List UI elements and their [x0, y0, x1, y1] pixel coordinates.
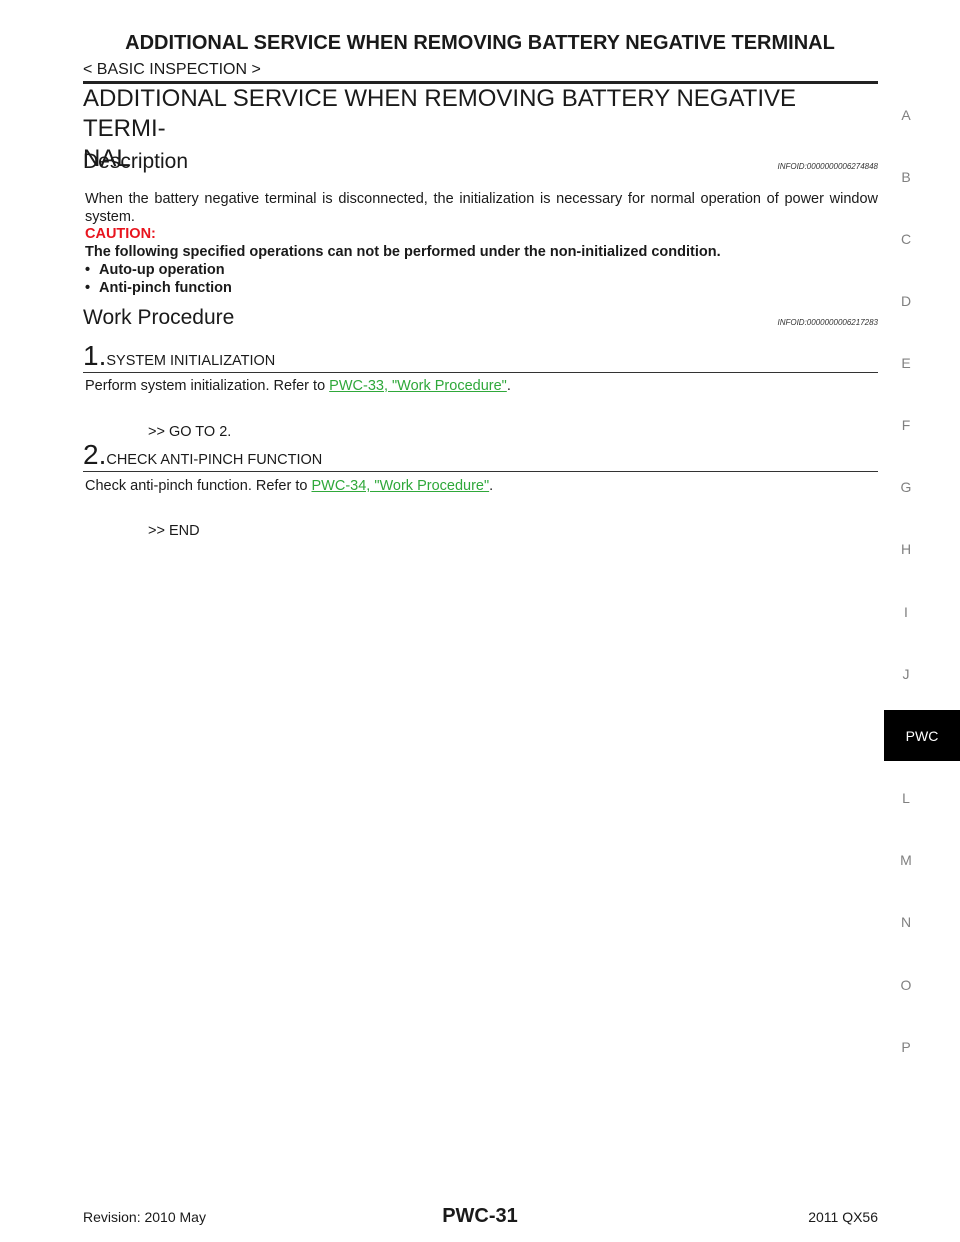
- bullet-item-anti-pinch: • Anti-pinch function: [85, 280, 232, 296]
- side-index-j[interactable]: J: [902, 666, 910, 682]
- side-index-d[interactable]: D: [900, 293, 912, 309]
- step-1-next: >> GO TO 2.: [148, 424, 232, 440]
- step-2-text-before: Check anti-pinch function. Refer to: [85, 478, 312, 494]
- side-index-e[interactable]: E: [901, 355, 911, 371]
- footer-model: 2011 QX56: [808, 1209, 878, 1225]
- description-infoid: INFOID:0000000006274848: [777, 162, 878, 171]
- step-1-text: Perform system initialization. Refer to …: [85, 378, 511, 394]
- bullet-text: Auto-up operation: [99, 262, 225, 278]
- bullet-mark: •: [85, 262, 91, 278]
- caution-text: The following specified operations can n…: [85, 244, 721, 260]
- side-index-c[interactable]: C: [900, 231, 912, 247]
- side-index-p[interactable]: P: [901, 1039, 911, 1055]
- header-divider: [83, 81, 878, 84]
- step-1-text-before: Perform system initialization. Refer to: [85, 378, 330, 394]
- footer-revision: Revision: 2010 May: [83, 1209, 206, 1225]
- side-index-pwc-tab[interactable]: PWC: [884, 710, 960, 761]
- side-index-h[interactable]: H: [900, 541, 912, 557]
- page-title-line2: NAL: [83, 145, 130, 172]
- step-1-header: 1.SYSTEM INITIALIZATION: [83, 341, 878, 373]
- side-index-o[interactable]: O: [900, 977, 912, 993]
- step-2-text: Check anti-pinch function. Refer to PWC-…: [85, 478, 493, 494]
- bullet-text: Anti-pinch function: [99, 280, 232, 296]
- side-index-f[interactable]: F: [901, 417, 911, 433]
- footer-page-number: PWC-31: [442, 1205, 518, 1227]
- step-1-text-after: .: [506, 378, 511, 394]
- step-2-number: 2.: [83, 439, 107, 470]
- side-index-a[interactable]: A: [901, 107, 911, 123]
- step-2-text-after: .: [489, 478, 494, 494]
- side-index-i[interactable]: I: [904, 604, 908, 620]
- header-title: ADDITIONAL SERVICE WHEN REMOVING BATTERY…: [125, 32, 835, 54]
- page-title: ADDITIONAL SERVICE WHEN REMOVING BATTERY…: [83, 84, 883, 174]
- caution-label: CAUTION:: [85, 226, 156, 242]
- side-index-m[interactable]: M: [900, 852, 912, 868]
- description-text: When the battery negative terminal is di…: [85, 191, 878, 225]
- step-2-next: >> END: [148, 523, 200, 539]
- breadcrumb: < BASIC INSPECTION >: [83, 61, 261, 78]
- side-index-g[interactable]: G: [900, 479, 912, 495]
- side-index-n[interactable]: N: [900, 914, 912, 930]
- step-1-number: 1.: [83, 340, 107, 371]
- step-2-title: CHECK ANTI-PINCH FUNCTION: [106, 452, 323, 468]
- link-pwc-34[interactable]: PWC-34, "Work Procedure": [311, 478, 490, 494]
- bullet-mark: •: [85, 280, 91, 296]
- bullet-item-auto-up: • Auto-up operation: [85, 262, 225, 278]
- link-pwc-33[interactable]: PWC-33, "Work Procedure": [329, 378, 507, 394]
- step-1-title: SYSTEM INITIALIZATION: [106, 353, 276, 369]
- side-index-l[interactable]: L: [902, 790, 910, 806]
- page-title-line1: ADDITIONAL SERVICE WHEN REMOVING BATTERY…: [83, 85, 797, 142]
- work-procedure-infoid: INFOID:0000000006217283: [777, 318, 878, 327]
- description-heading: Description: [83, 150, 189, 173]
- step-2-header: 2.CHECK ANTI-PINCH FUNCTION: [83, 440, 878, 472]
- work-procedure-heading: Work Procedure: [83, 306, 235, 329]
- side-index-b[interactable]: B: [901, 169, 911, 185]
